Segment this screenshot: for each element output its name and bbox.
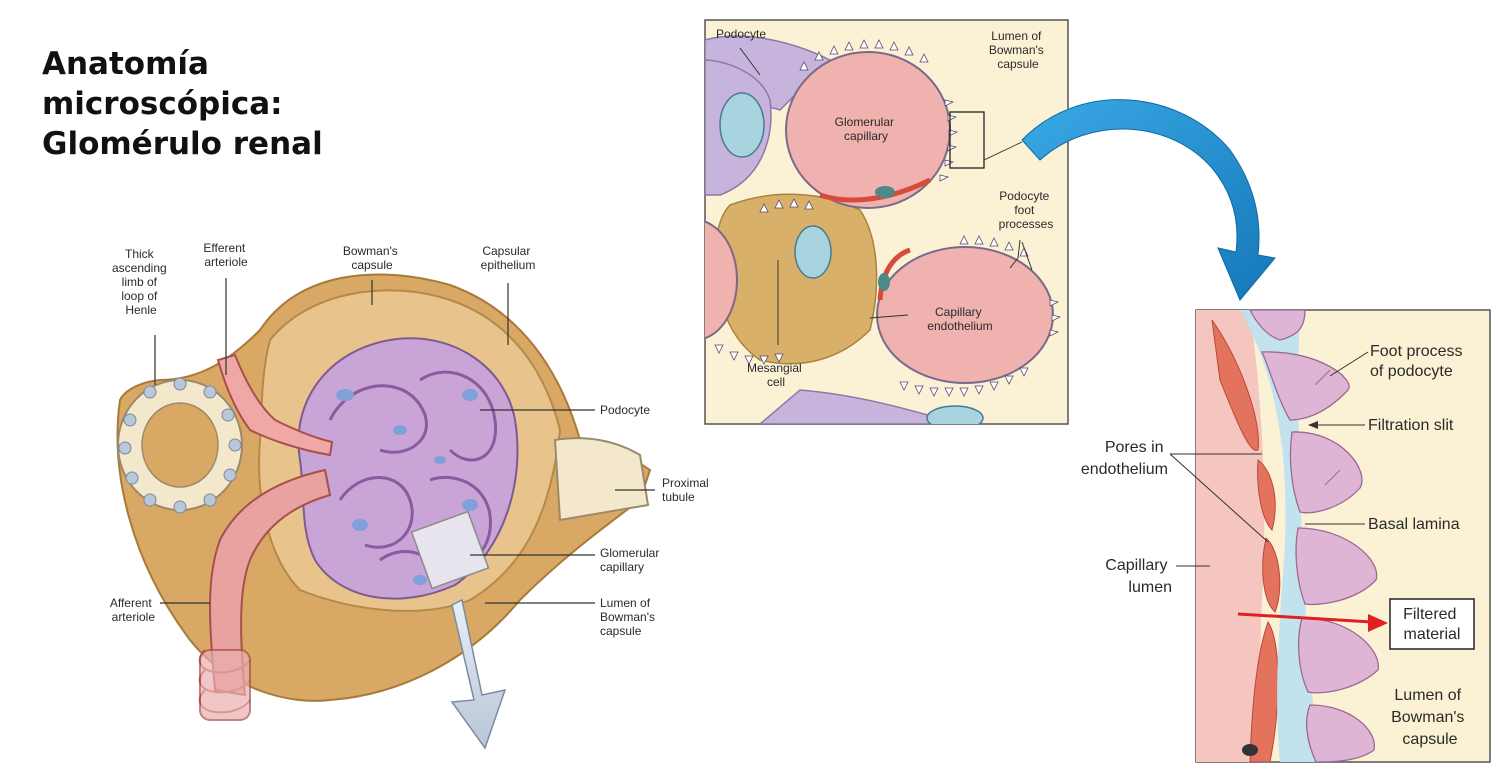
filtered-material-box (1389, 598, 1475, 650)
tubule-cells (118, 377, 242, 514)
filtration-panel: Foot process of podocyte Filtration slit… (1081, 309, 1491, 763)
title-line-3: Glomérulo renal (42, 126, 323, 162)
mesangial-region (714, 193, 878, 365)
glomerulus-illustration: Thick ascending limb of loop of Henle Ef… (110, 241, 712, 750)
label-mesangial-cell: Mesangial cell (747, 361, 805, 389)
capillary-leader-lines (739, 47, 1033, 345)
foot-process-shapes (1249, 310, 1379, 762)
capillary-panel: Podocyte Lumen of Bowman's capsule Glome… (704, 19, 1069, 425)
label-filtered-material: Filtered material (1403, 606, 1461, 643)
efferent-arteriole-shape (216, 353, 334, 457)
label-lumen-bowmans-top: Lumen of Bowman's capsule (989, 29, 1047, 71)
label-thick-ascending: Thick ascending limb of loop of Henle (112, 247, 170, 317)
glomerulus-leader-lines (154, 278, 655, 604)
zoom-marker-square (410, 510, 490, 590)
title-line-1: Anatomía (42, 46, 209, 82)
label-podocyte-top: Podocyte (716, 27, 766, 41)
label-glomerular-capillary-left: Glomerular capillary (600, 546, 663, 574)
glomerulus-nuclei (336, 389, 478, 585)
label-capsular-epithelium: Capsular epithelium (481, 244, 536, 272)
label-efferent-arteriole: Efferent arteriole (203, 241, 248, 269)
blue-curved-arrow (1021, 99, 1276, 301)
label-proximal-tubule: Proximal tubule (662, 476, 712, 504)
zoom-marker-square-2 (949, 111, 985, 169)
foot-process-teeth (714, 39, 1062, 397)
label-afferent-arteriole: Afferent arteriole (110, 596, 155, 624)
label-podocyte-left: Podocyte (600, 403, 650, 417)
filtration-leader-lines (1169, 351, 1369, 567)
grey-down-arrow (450, 598, 507, 750)
label-capillary-endothelium: Capillary endothelium (927, 305, 992, 333)
label-filtration-slit: Filtration slit (1368, 417, 1454, 434)
label-lumen-bowmans-right: Lumen of Bowman's capsule (1391, 687, 1469, 748)
proximal-tubule-shape (553, 437, 650, 522)
label-basal-lamina: Basal lamina (1368, 516, 1460, 533)
title-line-2: microscópica: (42, 86, 283, 122)
filtered-material-arrow (1237, 612, 1388, 632)
label-foot-process: Foot process of podocyte (1370, 343, 1467, 380)
label-lumen-bowmans-left: Lumen of Bowman's capsule (600, 596, 658, 638)
label-glomerular-capillary-top: Glomerular capillary (835, 115, 898, 143)
label-capillary-lumen: Capillary lumen (1105, 557, 1172, 596)
slide-title: Anatomía microscópica: Glomérulo renal (42, 44, 342, 164)
label-bowmans-capsule: Bowman's capsule (343, 244, 401, 272)
label-pores-endothelium: Pores in endothelium (1081, 439, 1168, 478)
label-foot-processes: Podocyte foot processes (999, 189, 1054, 231)
